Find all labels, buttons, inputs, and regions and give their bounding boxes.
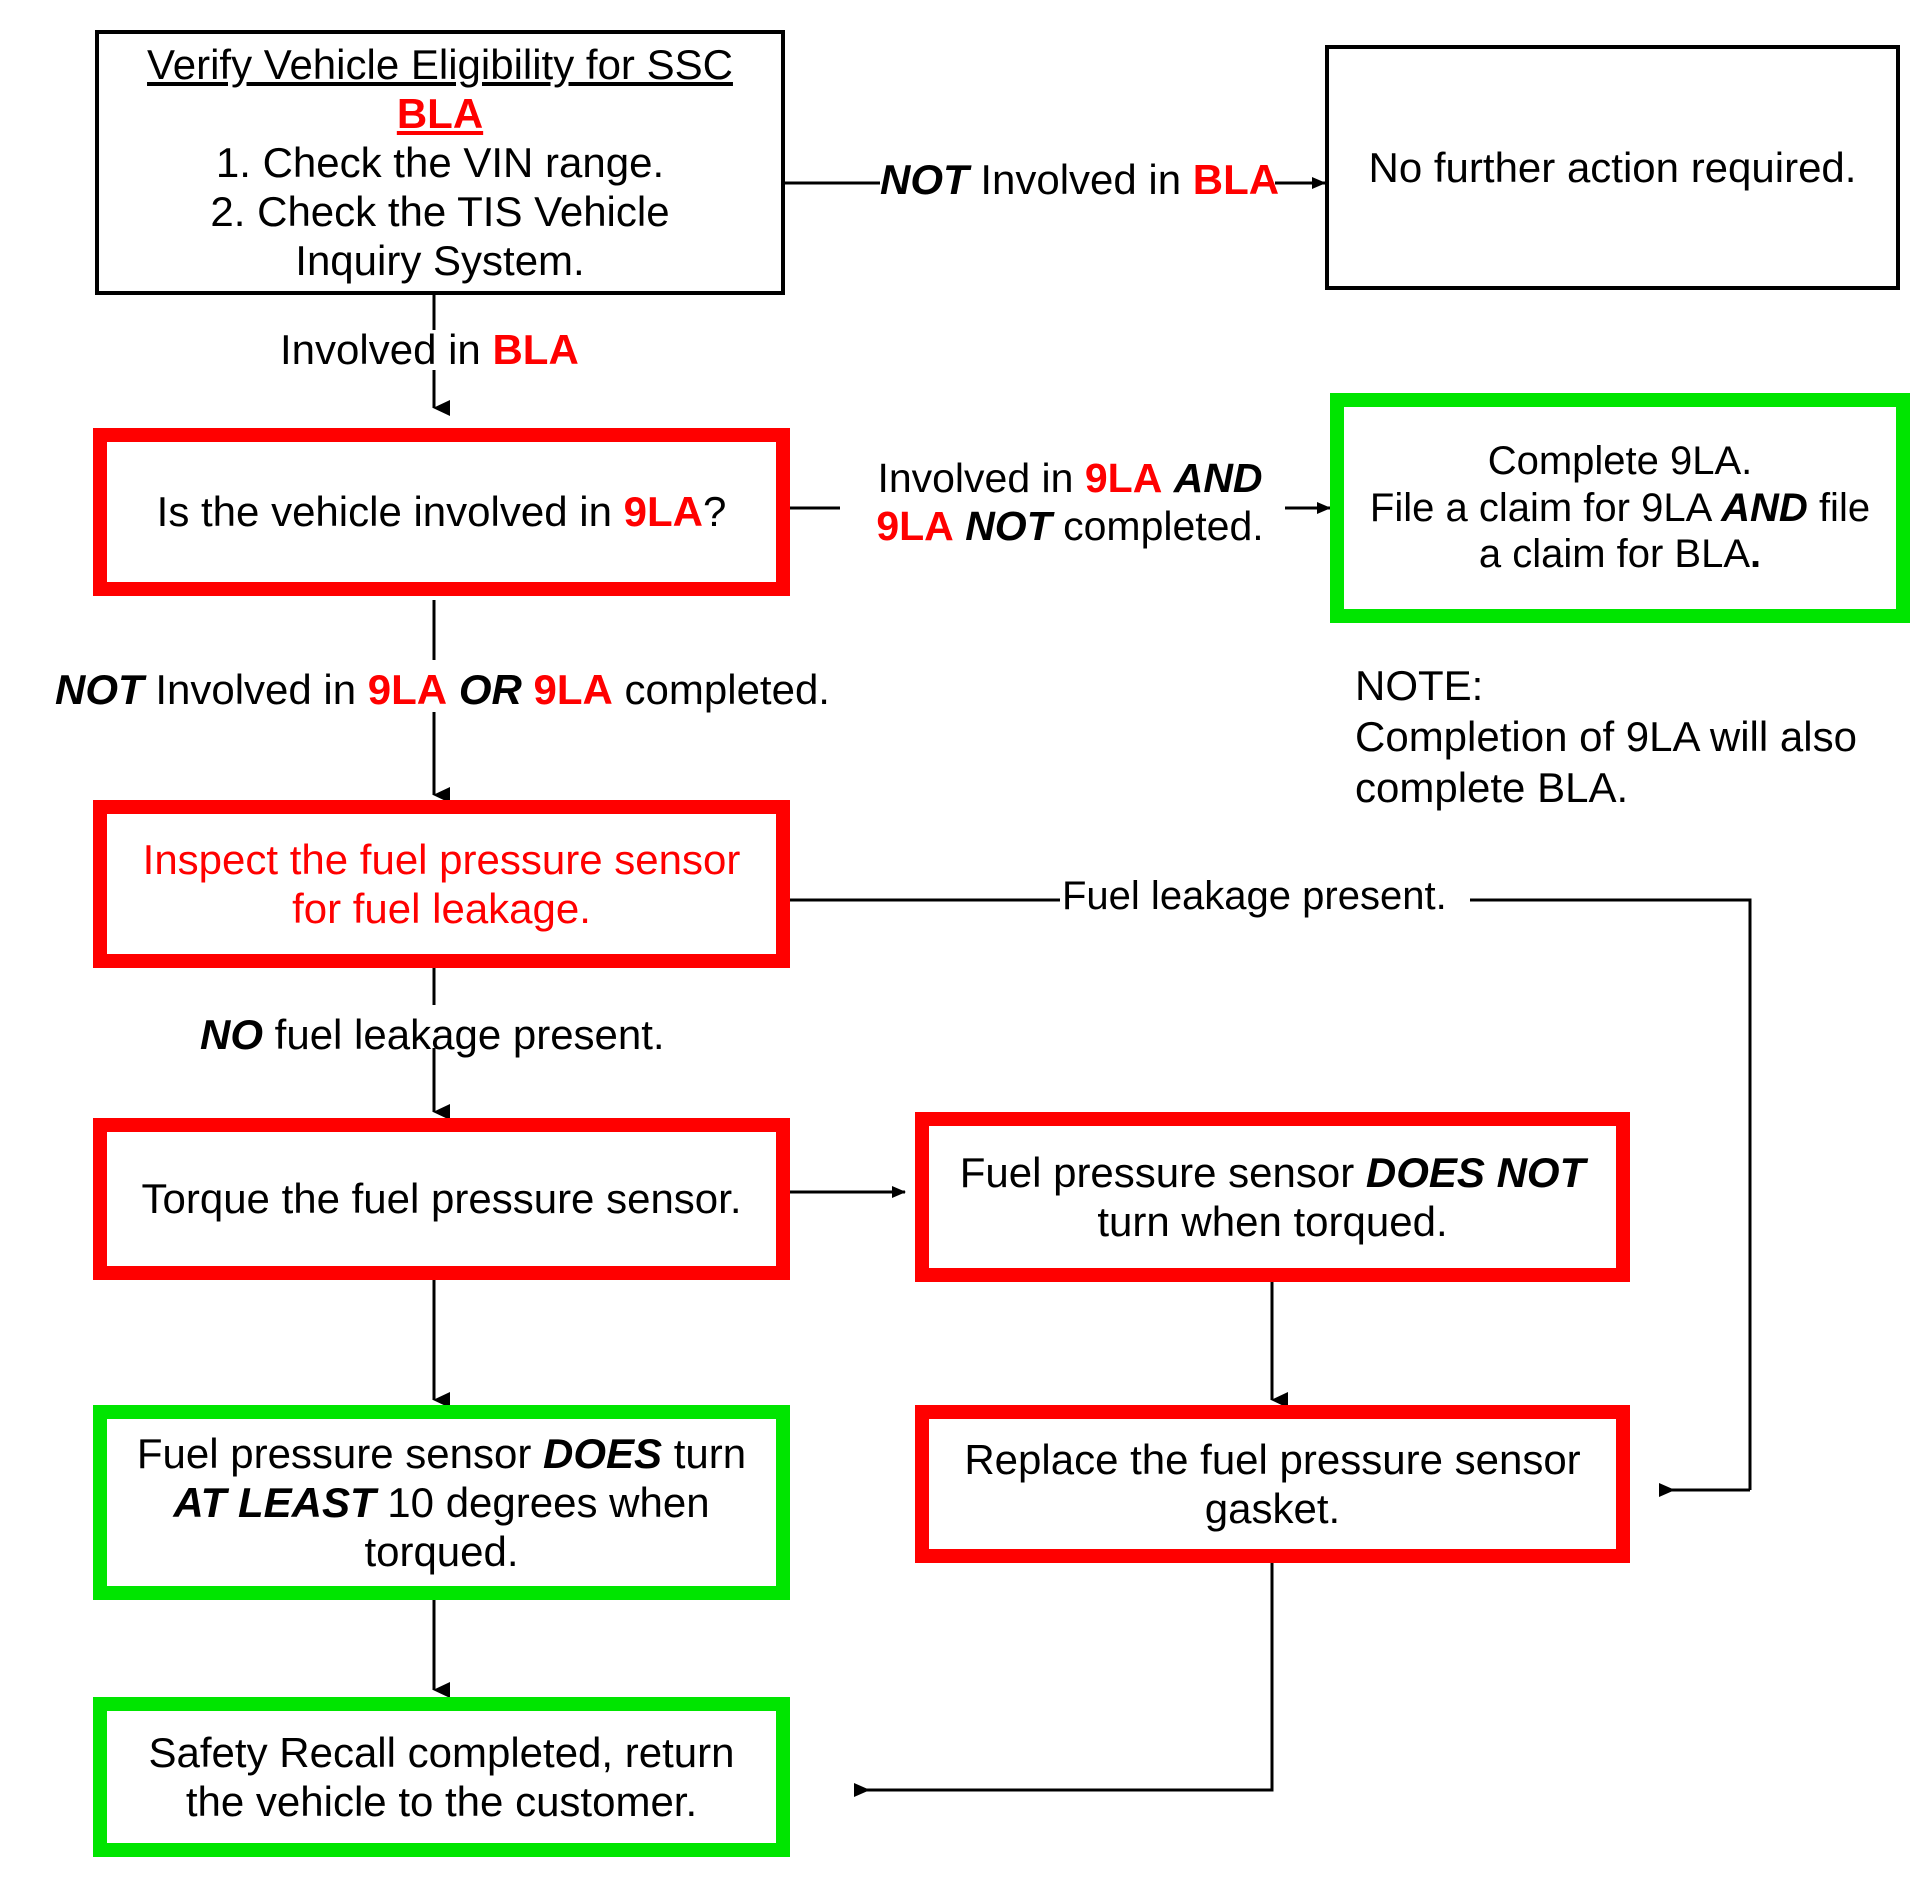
is-vehicle-9la-prefix: Is the vehicle involved in [156,488,624,536]
label-9la-space [1162,455,1173,501]
node-no-further-action[interactable]: No further action required. [1325,45,1900,290]
label-fuel-leakage-present: Fuel leakage present. [1062,873,1447,920]
label-space-a [447,666,459,713]
replace-gasket-line-1: Replace the fuel pressure sensor [964,1435,1581,1483]
9la-code-text: 9LA [623,488,703,536]
note-heading: NOTE: [1355,662,1484,709]
does-not-emphasis: DOES NOT [1365,1148,1586,1196]
is-vehicle-9la-suffix: ? [702,488,727,536]
label-9la-code-2: 9LA [876,502,954,549]
label-involved-9la-not-completed: Involved in 9LA AND 9LA NOT completed. [845,455,1295,551]
label-no-fuel-leakage-present: NO fuel leakage present. [200,1010,665,1059]
label-9la-code: 9LA [1084,455,1163,501]
torque-text: Torque the fuel pressure sensor. [141,1175,742,1223]
does-turn-suffix: turn [662,1429,747,1477]
label-space-b [522,666,534,713]
does-turn-line-2: AT LEAST 10 degrees when [117,1478,766,1527]
verify-step-1: 1. Check the VIN range. [215,138,665,186]
label-completed-2: completed. [612,666,830,713]
label-involved-in-9la-2: Involved in [143,666,368,713]
does-turn-line-2b: 10 degrees when [375,1478,710,1526]
no-further-action-text: No further action required. [1368,143,1857,191]
label-not-involved-9la-or-completed: NOT Involved in 9LA OR 9LA completed. [55,665,830,714]
label-not-emphasis-9la: NOT [965,502,1052,549]
does-turn-line-3: torqued. [364,1528,519,1576]
label-9la-line-2: 9LA NOT completed. [845,503,1295,551]
node-sensor-does-not-turn[interactable]: Fuel pressure sensor DOES NOT turn when … [915,1112,1630,1282]
label-9la-code-3: 9LA [367,666,448,713]
label-not-involved-bla: NOT Involved in BLA [880,155,1279,204]
node-verify-vehicle-eligibility[interactable]: Verify Vehicle Eligibility for SSC BLA 1… [95,30,785,295]
inspect-line-2: for fuel leakage. [292,885,591,932]
verify-title-line: Verify Vehicle Eligibility for SSC [109,40,771,89]
node-torque-fuel-pressure-sensor[interactable]: Torque the fuel pressure sensor. [93,1118,790,1280]
note-block: NOTE: Completion of 9LA will also comple… [1355,660,1915,814]
verify-step-2-cont: Inquiry System. [295,237,585,285]
label-involved-in-bla: Involved in [968,156,1193,203]
does-turn-prefix: Fuel pressure sensor [136,1429,544,1477]
complete-9la-line-3a: a claim for BLA [1478,532,1751,577]
label-9la-code-4: 9LA [533,666,613,713]
label-involved-bla: Involved in BLA [280,325,579,374]
verify-code-line: BLA [109,89,771,138]
label-no-emphasis: NO [200,1011,263,1058]
label-bla-code: BLA [1192,156,1280,203]
label-involved-in-9la: Involved in [877,455,1085,501]
completed-line-2: the vehicle to the customer. [185,1778,698,1825]
label-fuel-leakage-present-text: fuel leakage present. [263,1011,665,1058]
at-least-emphasis: AT LEAST [173,1478,376,1526]
verify-step-2: 2. Check the TIS Vehicle [210,188,670,236]
label-involved-in: Involved in [280,326,493,373]
label-not-emphasis-bla: NOT [880,156,969,203]
verify-title-text: Verify Vehicle Eligibility for SSC [147,40,733,88]
node-is-vehicle-involved-9la[interactable]: Is the vehicle involved in 9LA? [93,428,790,596]
complete-9la-line-1: Complete 9LA. [1487,438,1753,483]
node-inspect-fuel-pressure-sensor[interactable]: Inspect the fuel pressure sensor for fue… [93,800,790,968]
label-not-emphasis-9la-2: NOT [55,666,144,713]
label-completed: completed. [1051,502,1264,549]
complete-9la-line-2a: File a claim for 9LA [1369,485,1722,530]
label-bla-code-2: BLA [492,326,579,373]
complete-9la-line-3b: . [1750,532,1762,577]
complete-9la-line-3: a claim for BLA. [1354,531,1886,578]
label-9la-space-2 [954,503,965,549]
label-and-emphasis: AND [1173,455,1263,501]
bla-code-text: BLA [396,89,484,137]
label-9la-line-1: Involved in 9LA AND [845,455,1295,503]
does-not-turn-line-1: Fuel pressure sensor DOES NOT [939,1148,1606,1197]
is-vehicle-9la-text: Is the vehicle involved in 9LA? [117,487,766,536]
completed-line-1: Safety Recall completed, return [148,1728,735,1776]
node-replace-gasket[interactable]: Replace the fuel pressure sensor gasket. [915,1405,1630,1563]
complete-9la-and: AND [1721,485,1808,530]
does-turn-line-1: Fuel pressure sensor DOES turn [117,1429,766,1478]
node-sensor-does-turn[interactable]: Fuel pressure sensor DOES turn AT LEAST … [93,1405,790,1600]
does-emphasis: DOES [543,1429,663,1477]
inspect-line-1: Inspect the fuel pressure sensor [142,835,741,883]
does-not-turn-prefix: Fuel pressure sensor [959,1148,1366,1196]
node-complete-9la[interactable]: Complete 9LA. File a claim for 9LA AND f… [1330,393,1910,623]
note-line-3: complete BLA. [1355,764,1629,812]
label-or-emphasis: OR [458,666,522,713]
edge-replace-to-completed [854,1560,1274,1797]
node-safety-recall-completed[interactable]: Safety Recall completed, return the vehi… [93,1697,790,1857]
does-not-turn-line-2: turn when torqued. [1097,1198,1448,1245]
complete-9la-line-2c: file [1807,485,1871,530]
replace-gasket-line-2: gasket. [1204,1485,1341,1532]
complete-9la-line-2: File a claim for 9LA AND file [1354,485,1886,532]
label-fuel-leakage-text: Fuel leakage present. [1062,874,1447,918]
note-line-2: Completion of 9LA will also [1355,713,1857,761]
